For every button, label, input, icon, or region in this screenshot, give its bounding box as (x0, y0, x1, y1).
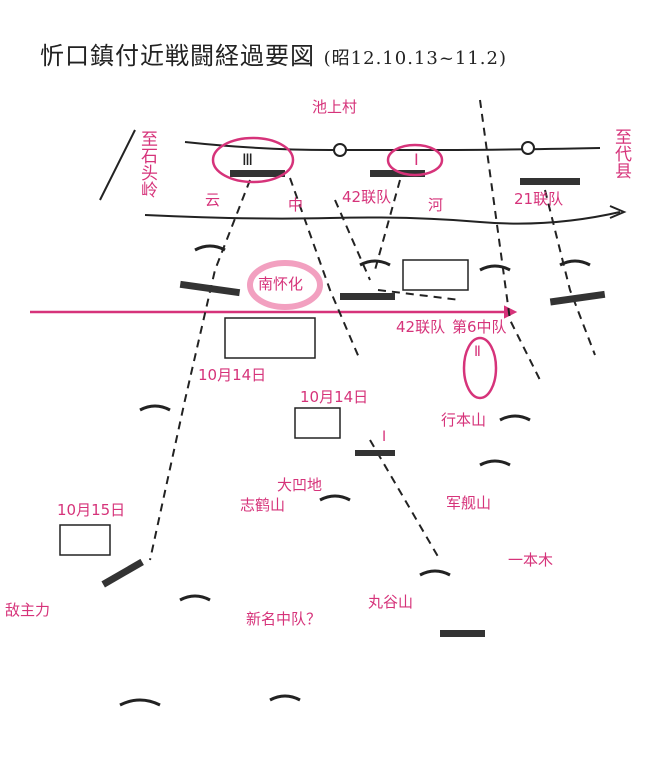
battalion-2-circle (462, 336, 498, 400)
note-boxes (59, 259, 469, 556)
road (184, 141, 601, 152)
label-oct14-mid: 10月14日 (300, 388, 369, 406)
label-company-6: 第6中队 (452, 318, 507, 336)
label-regiment-21: 21联队 (514, 190, 564, 208)
label-enemy-main: 敌主力 (5, 601, 51, 619)
village-nancun (521, 141, 535, 155)
roman-1-top: Ⅰ (414, 150, 419, 169)
river-arrow (609, 205, 627, 219)
label-zhong: 中 (288, 196, 304, 214)
label-he: 河 (428, 196, 444, 214)
regiment-3-circle (211, 136, 295, 184)
label-chishangcun: 池上村 (312, 98, 358, 116)
label-yibenmu: 一本木 (508, 551, 554, 569)
label-dawadi: 大凹地 (277, 476, 323, 494)
label-zhiheshan: 志鹤山 (240, 496, 286, 514)
label-xingbenshan: 行本山 (441, 411, 487, 429)
label-oct15: 10月15日 (57, 501, 126, 519)
label-yun: 云 (205, 191, 221, 209)
label-to-shitouling: 至石头岭 (137, 130, 157, 198)
roman-3: Ⅲ (242, 150, 254, 169)
label-wanguoshan: 丸谷山 (368, 593, 414, 611)
river (144, 211, 621, 225)
village-chishang (333, 143, 347, 157)
label-to-daixian: 至代县 (611, 128, 631, 179)
roman-1-mid: Ⅰ (382, 429, 387, 445)
label-oct14-left: 10月14日 (198, 366, 267, 384)
nanhuaihua-highlight (247, 260, 323, 310)
title-text: 忻口鎮付近戦闘経過要図 (40, 42, 315, 70)
label-regiment-42-mid: 42联队 (396, 318, 446, 336)
advance-routes (149, 99, 596, 561)
hills (119, 244, 591, 707)
roman-2: Ⅱ (474, 344, 481, 360)
label-xinming-company: 新名中队？ (246, 610, 322, 628)
label-nanhuaihua: 南怀化 (258, 275, 304, 293)
regiment-1-circle (386, 143, 444, 177)
north-arrow (99, 129, 136, 201)
label-regiment-42-top: 42联队 (342, 188, 392, 206)
map-title: 忻口鎮付近戦闘経過要図 (昭12.10.13~11.2) (40, 36, 507, 71)
unit-positions (101, 170, 606, 637)
label-junjianshan: 军舰山 (446, 494, 492, 512)
date-range: (昭12.10.13~11.2) (323, 48, 508, 69)
